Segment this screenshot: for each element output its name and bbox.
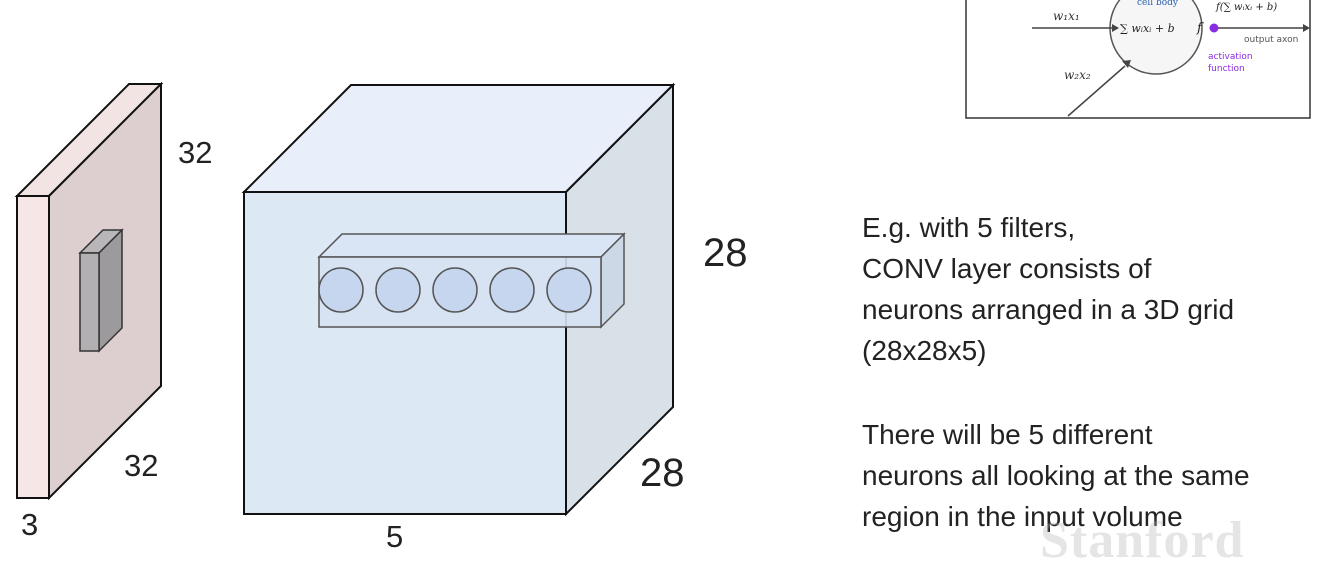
- activation-label-2: function: [1208, 64, 1245, 74]
- output-depth-label: 5: [386, 519, 404, 554]
- input-line-2: [1067, 65, 1126, 117]
- activation-dot: [1209, 23, 1219, 33]
- stanford-watermark: Stanford: [1040, 512, 1245, 569]
- w1x1-label: w₁x₁: [1053, 9, 1080, 23]
- cell-body-label: cell body: [1137, 0, 1179, 8]
- output-height-label: 28: [703, 231, 748, 275]
- output-volume: [241, 82, 676, 517]
- caption-paragraph-1: E.g. with 5 filters, CONV layer consists…: [862, 207, 1332, 371]
- neuron-2: [375, 267, 421, 313]
- caption-paragraph-2: There will be 5 different neurons all lo…: [862, 414, 1332, 537]
- caption-line: CONV layer consists of: [862, 253, 1152, 284]
- caption-line: region in the input volume: [862, 501, 1183, 532]
- neuron-4: [489, 267, 535, 313]
- input-width-label: 32: [124, 448, 159, 483]
- activation-label-1: activation: [1208, 52, 1253, 62]
- neuron-column-top: [317, 233, 626, 258]
- neuron-inset: w₁x₁ w₂x₂ cell body ∑ wᵢxᵢ + b f f(∑ wᵢx…: [965, 0, 1311, 119]
- f-label: f: [1196, 21, 1204, 36]
- neurons: [318, 267, 592, 313]
- caption-line: There will be 5 different: [862, 419, 1153, 450]
- caption-line: E.g. with 5 filters,: [862, 212, 1076, 243]
- input-volume-front-face: [16, 195, 50, 499]
- input-arrow-2: [1122, 60, 1131, 68]
- input-depth-label: 3: [21, 507, 39, 542]
- neuron-1: [318, 267, 364, 313]
- inset-frame: [965, 0, 1311, 119]
- output-expression: f(∑ wᵢxᵢ + b): [1215, 2, 1277, 13]
- output-axon-label: output axon: [1244, 35, 1298, 45]
- neuron-3: [432, 267, 478, 313]
- input-arrow-1: [1112, 24, 1119, 32]
- receptive-field-front: [79, 252, 100, 352]
- caption-line: (28x28x5): [862, 335, 987, 366]
- input-height-label: 32: [178, 135, 213, 170]
- neuron-5: [546, 267, 592, 313]
- w2x2-label: w₂x₂: [1064, 68, 1091, 82]
- caption-line: neurons arranged in a 3D grid: [862, 294, 1235, 325]
- input-volume: [14, 81, 164, 501]
- output-arrow: [1303, 24, 1310, 32]
- sum-expression: ∑ wᵢxᵢ + b: [1120, 22, 1175, 35]
- output-width-label: 28: [640, 451, 685, 495]
- caption-line: neurons all looking at the same: [862, 460, 1250, 491]
